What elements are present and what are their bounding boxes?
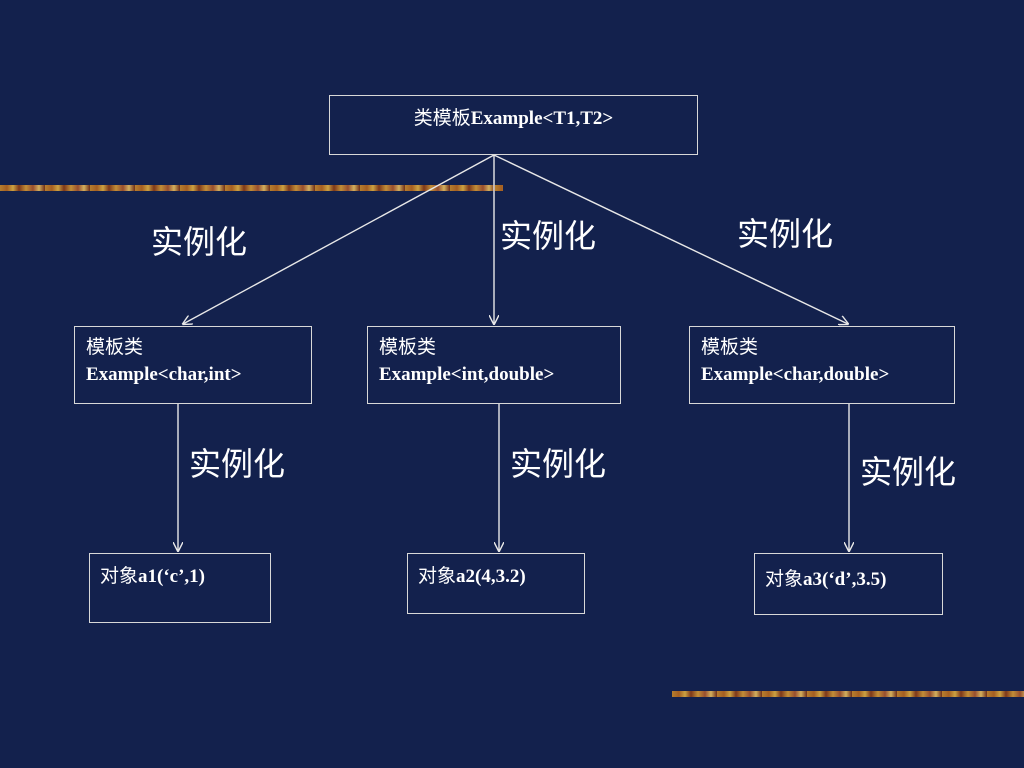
instantiate-label-object-3: 实例化 [860, 453, 957, 491]
template-class-name: Example<char,double> [701, 364, 890, 385]
template-class-box-1: 模板类 Example<char,int> [74, 326, 312, 404]
object-box-3: 对象a3(‘d’,3.5) [754, 553, 943, 615]
instantiate-label-object-1: 实例化 [189, 445, 286, 483]
object-box-1: 对象a1(‘c’,1) [89, 553, 271, 623]
object-prefix: 对象 [100, 565, 139, 587]
instantiate-label-middle: 实例化 [500, 217, 597, 255]
class-template-name: Example<T1,T2> [470, 108, 614, 129]
edge-root-to-class-3 [493, 154, 848, 324]
object-name: a1(‘c’,1) [138, 566, 206, 587]
template-class-box-3: 模板类 Example<char,double> [689, 326, 955, 404]
object-box-2: 对象a2(4,3.2) [407, 553, 585, 614]
template-class-prefix: 模板类 [86, 336, 144, 358]
decorative-stripe-bottom [672, 691, 1024, 697]
template-class-prefix: 模板类 [701, 336, 759, 358]
template-class-name: Example<int,double> [379, 364, 555, 385]
decorative-stripe-top [0, 185, 503, 191]
class-template-prefix: 类模板 [413, 107, 471, 129]
class-template-box: 类模板Example<T1,T2> [329, 95, 698, 155]
template-class-box-2: 模板类 Example<int,double> [367, 326, 621, 404]
instantiate-label-object-2: 实例化 [510, 445, 607, 483]
object-name: a2(4,3.2) [456, 566, 526, 587]
instantiate-label-left: 实例化 [151, 223, 248, 261]
template-class-name: Example<char,int> [86, 364, 242, 385]
object-name: a3(‘d’,3.5) [803, 569, 887, 590]
edge-root-to-class-1 [183, 154, 495, 324]
object-prefix: 对象 [765, 568, 804, 590]
object-prefix: 对象 [418, 565, 457, 587]
template-class-prefix: 模板类 [379, 336, 437, 358]
instantiate-label-right: 实例化 [737, 215, 834, 253]
